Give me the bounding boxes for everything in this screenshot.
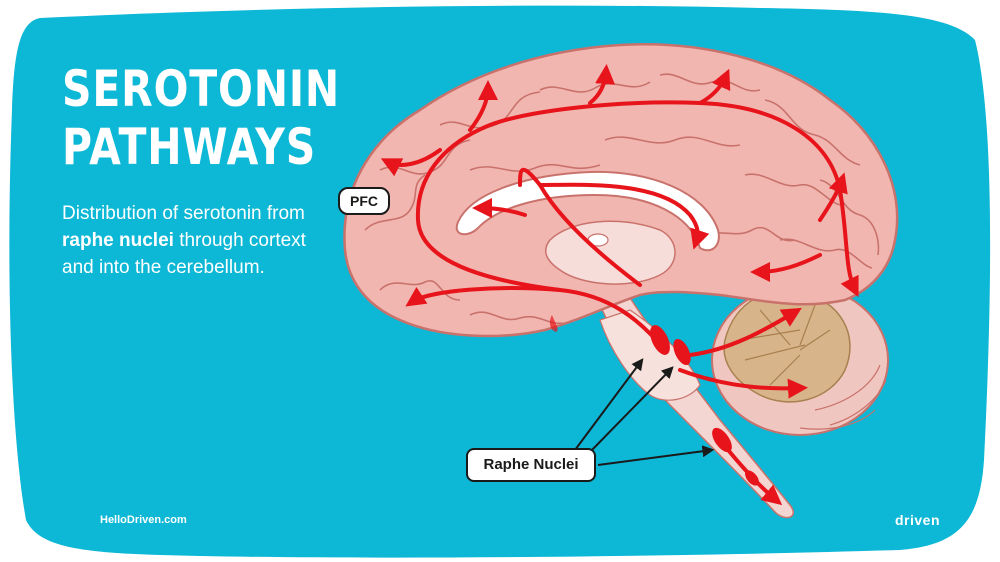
description-emphasis: raphe nuclei [62,230,174,251]
pituitary [549,315,558,332]
posterior-pathway [818,172,848,222]
website-link[interactable]: HelloDriven.com [100,514,187,526]
callosum-left-branch [472,198,527,219]
title-line-2: PATHWAYS [62,118,317,176]
description-before: Distribution of serotonin from [62,203,305,224]
top-mid-pathway [588,64,616,105]
top-left-pathway [468,80,498,132]
cerebellar-pathway [678,368,808,399]
thalamus [544,220,676,285]
serotonin-pathways [380,64,859,506]
callosum-pathway [518,168,698,287]
occipital-pathway [750,253,822,282]
pfc-pathway [380,148,442,177]
title-line-1: SEROTONIN [62,60,341,118]
brand-logo: driven [895,512,941,528]
description-text: Distribution of serotonin from raphe nuc… [62,200,332,281]
cerebellum [711,284,889,436]
raphe-pointer-lines [574,358,715,466]
page-title: SEROTONIN PATHWAYS [62,60,340,176]
spinal-pathway [718,438,783,506]
description-after: through cortext and into the cerebellum. [62,230,306,278]
top-right-pathway [698,68,731,105]
pfc-label: PFC [338,187,390,215]
cerebellar-upper-pathway [688,307,802,357]
raphe-nuclei-label: Raphe Nuclei [466,448,596,482]
